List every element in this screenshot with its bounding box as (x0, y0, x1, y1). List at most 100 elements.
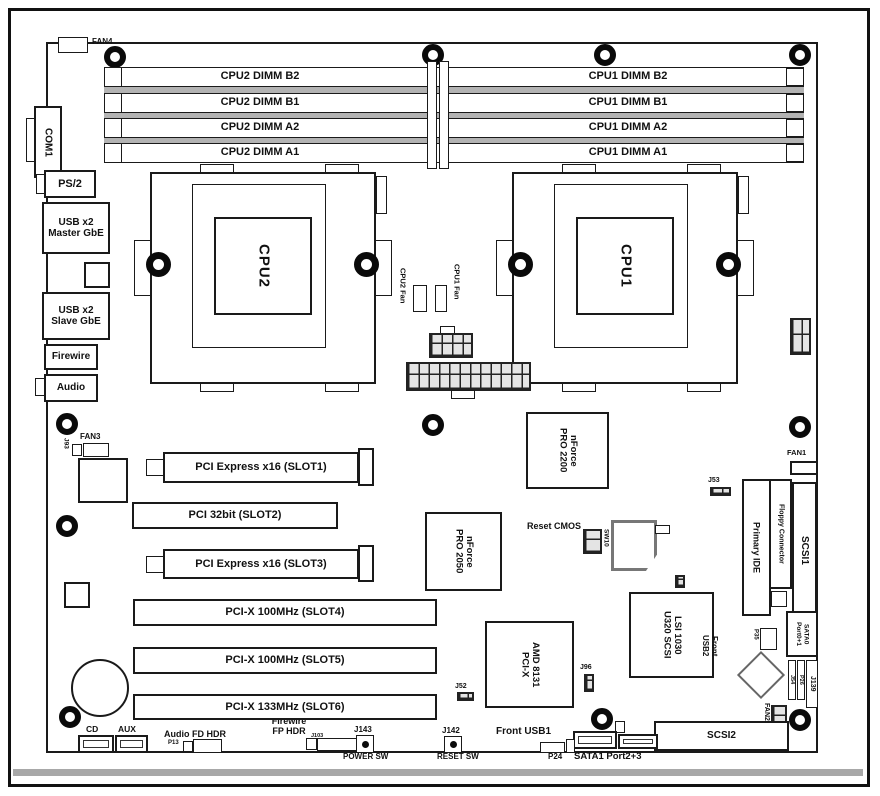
com1-label: COM1 (42, 127, 54, 157)
nforce-2200-label: nForce PRO 2200 (557, 428, 580, 473)
slot5-pcix: PCI-X 100MHz (SLOT5) (133, 647, 437, 674)
cpu2-fan-label: CPU2 Fan (398, 268, 408, 304)
fan1-label: FAN1 (787, 448, 807, 457)
dimm-separator (104, 138, 804, 143)
dimm-latch (786, 68, 804, 86)
aux-key (120, 740, 143, 748)
cpu1-mount-hole (716, 252, 741, 277)
fan3-label: FAN3 (80, 432, 101, 441)
power-24pin-tab (451, 390, 475, 399)
dimm-label: CPU2 DIMM A1 (220, 146, 300, 158)
front-usb1-bracket (566, 739, 575, 753)
fan3-connector (83, 443, 109, 457)
audio-connector: Audio (44, 374, 98, 402)
nforce-2200-chip: nForce PRO 2200 (526, 412, 609, 489)
audio-label: Audio (56, 382, 86, 394)
j54-connector: J54 (788, 660, 796, 700)
floppy-connector: Floppy Connector (769, 479, 792, 589)
aux-label: AUX (118, 724, 136, 734)
fp-hdr-connector (317, 738, 357, 751)
vrm-chip (78, 458, 128, 503)
mount-hole (789, 416, 811, 438)
lsi-1030-label: LSI 1030 U320 SCSI (661, 611, 684, 659)
dimm-latch (104, 143, 122, 163)
mount-hole (56, 413, 78, 435)
dimm-latch (104, 118, 122, 138)
cpu2-mount-hole (146, 252, 171, 277)
lsi-1030-chip: LSI 1030 U320 SCSI (629, 592, 714, 678)
dimm-label: CPU2 DIMM B1 (220, 96, 300, 108)
mount-hole (104, 46, 126, 68)
capacitor (435, 285, 447, 312)
mount-hole (789, 44, 811, 66)
sata-key (623, 739, 653, 744)
dimm-label: CPU1 DIMM A2 (588, 121, 668, 133)
dimm-label: CPU2 DIMM B2 (220, 70, 300, 82)
cpu1-mount-hole (508, 252, 533, 277)
cpu1-die: CPU1 (576, 217, 674, 315)
p26-connector: P26 (797, 660, 805, 700)
dimm-latch (104, 93, 122, 113)
slot3-end (358, 545, 374, 582)
dimm-separator (104, 87, 804, 93)
floppy-label: Floppy Connector (777, 504, 785, 564)
scsi2-connector: SCSI2 (654, 721, 789, 751)
scsi1-label: SCSI1 (799, 536, 811, 565)
slot1-pcie-x16: PCI Express x16 (SLOT1) (163, 452, 359, 483)
power-24pin-connector (406, 362, 531, 391)
small-component (64, 582, 90, 608)
p26-label: P26 (798, 675, 805, 685)
sata1-label: SATA1 Port2+3 (574, 751, 642, 762)
nforce-2050-chip: nForce PRO 2050 (425, 512, 502, 591)
cpu2-socket-lever (376, 176, 387, 214)
fd-hdr-connector (193, 739, 222, 753)
j93-label: J93 (62, 438, 70, 449)
small-component (84, 262, 110, 288)
floppy-end-connector (771, 591, 787, 607)
dimm-label: CPU1 DIMM B2 (588, 70, 668, 82)
p13-label: P13 (168, 740, 179, 746)
j52-connector (457, 692, 474, 701)
aux-connector (115, 735, 148, 753)
slot4-pcix: PCI-X 100MHz (SLOT4) (133, 599, 437, 626)
power-8pin-connector (429, 333, 473, 358)
mount-hole (59, 706, 81, 728)
header-2pin (675, 575, 685, 588)
cd-connector (78, 735, 114, 753)
reset-switch (444, 736, 462, 753)
slot3-label: PCI Express x16 (SLOT3) (195, 557, 327, 570)
usb-slave-gbe-connector: USB x2 Slave GbE (42, 292, 110, 340)
j54-label: J54 (789, 675, 796, 685)
j96-label: J96 (580, 664, 592, 671)
buzzer (71, 659, 129, 717)
j93-connector (72, 444, 82, 456)
scsi1-connector: SCSI1 (792, 482, 817, 619)
dimm-latch (786, 144, 804, 162)
mount-hole (789, 709, 811, 731)
cmos-battery-tab (655, 525, 670, 534)
p35-label: P35 (752, 629, 759, 640)
p24-label: P24 (548, 752, 563, 761)
audio-fd-hdr-label: Audio FD HDR (164, 729, 226, 739)
slot1-end (358, 448, 374, 486)
capacitor (413, 285, 427, 312)
j103-label: J103 (311, 733, 324, 739)
j96-connector (584, 674, 594, 692)
slot4-label: PCI-X 100MHz (SLOT4) (225, 606, 345, 619)
cd-key (83, 740, 109, 748)
slot6-label: PCI-X 133MHz (SLOT6) (225, 700, 345, 713)
firewire-label: Firewire (51, 351, 91, 363)
com1-connector: COM1 (34, 106, 62, 178)
j139-label: J139 (808, 676, 816, 692)
dimm-latch (786, 94, 804, 112)
cpu1-fan-label: CPU1 Fan (452, 264, 462, 300)
dimm-latch (786, 119, 804, 137)
j143-label: J143 (354, 725, 372, 734)
slot6-pcix: PCI-X 133MHz (SLOT6) (133, 694, 437, 720)
mount-hole (56, 515, 78, 537)
reset-cmos-label: Reset CMOS (527, 521, 582, 531)
dimm-separator (104, 113, 804, 118)
front-usb1-label: Front USB1 (496, 726, 551, 737)
slot2-pci: PCI 32bit (SLOT2) (132, 502, 338, 529)
sw10-label: SW10 (602, 529, 610, 547)
